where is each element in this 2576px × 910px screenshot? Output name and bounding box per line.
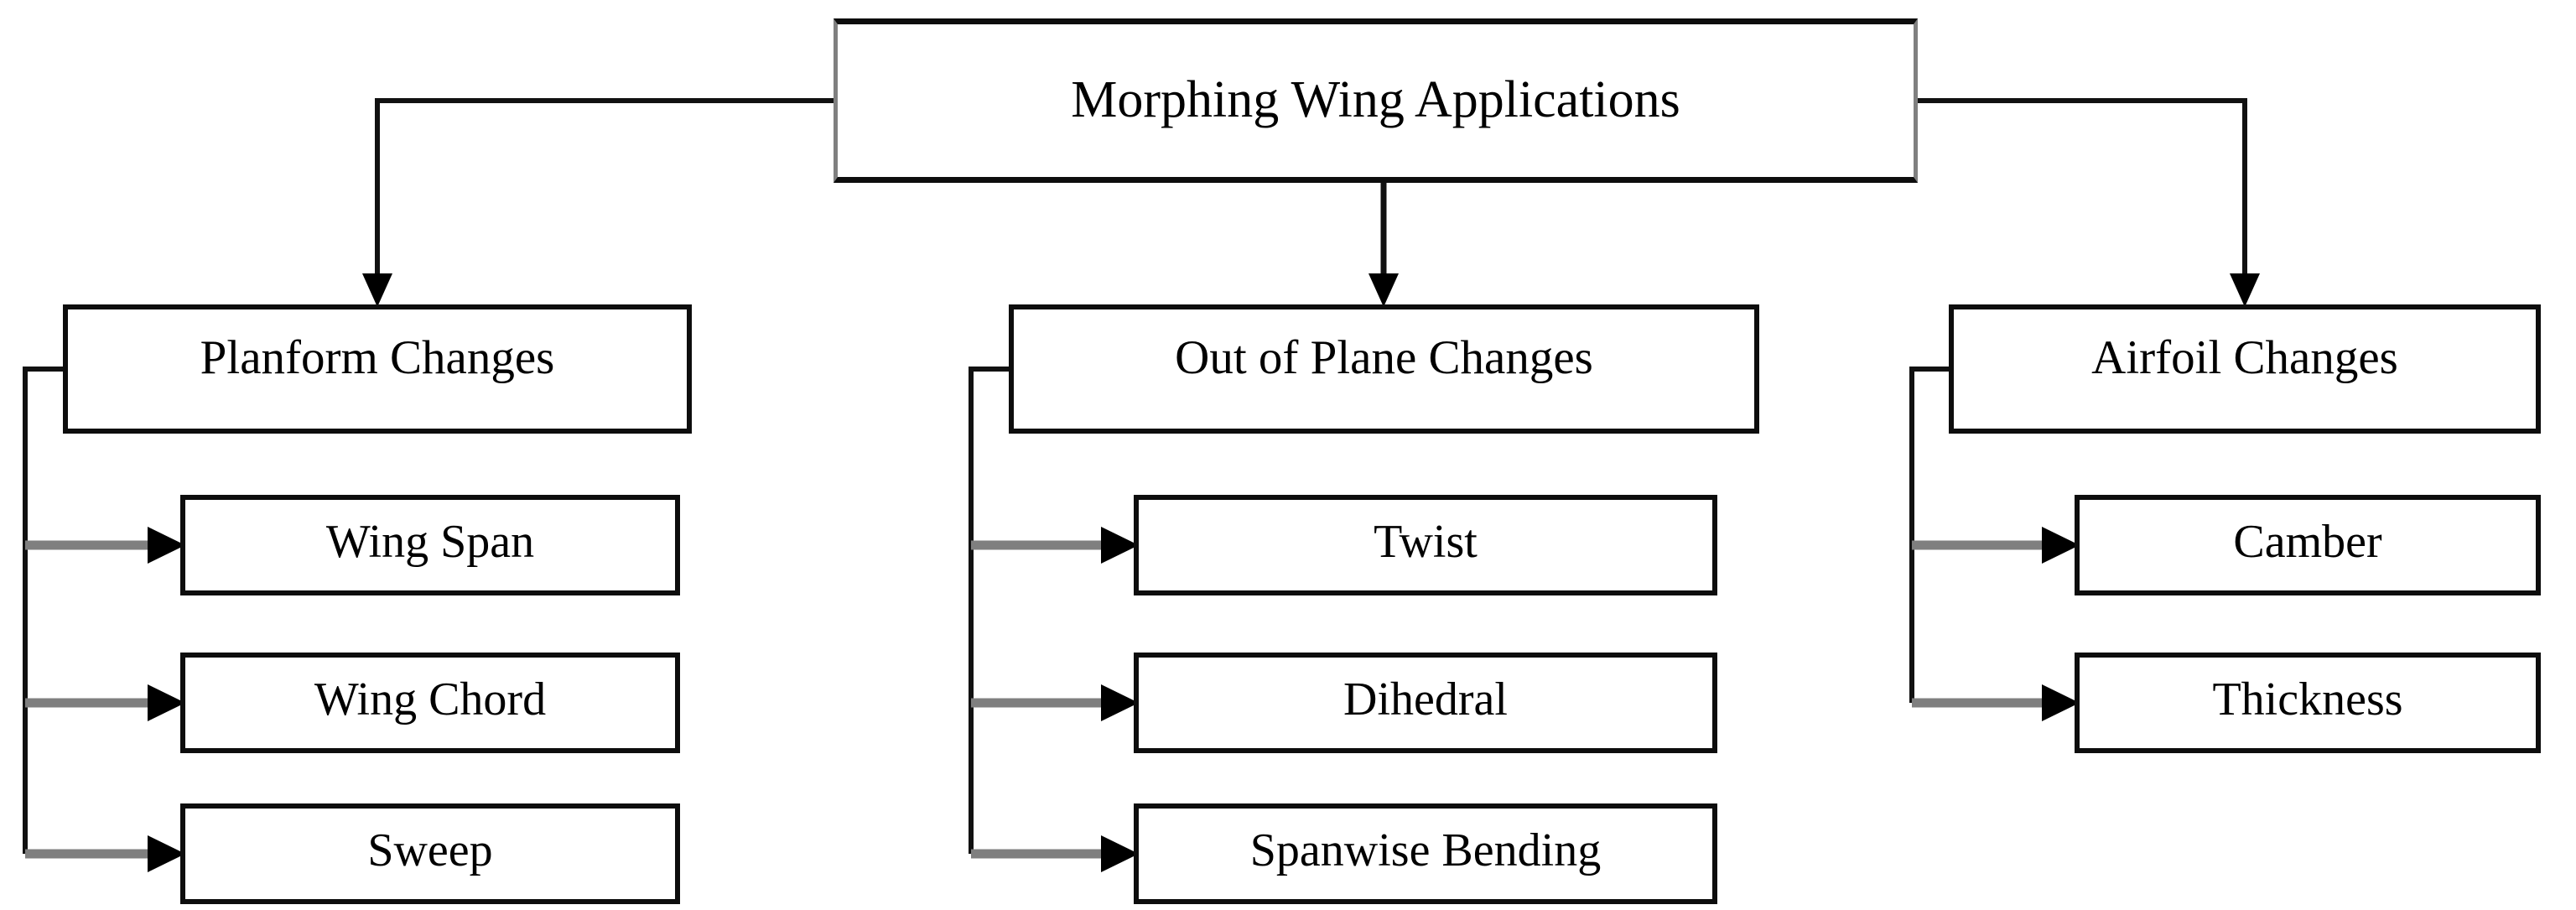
root-box: Morphing Wing Applications bbox=[834, 18, 1918, 183]
arrow-down-icon bbox=[2230, 273, 2260, 307]
child-label: Spanwise Bending bbox=[1249, 824, 1602, 876]
child-box-dihedral: Dihedral bbox=[1134, 653, 1717, 753]
child-box-sweep: Sweep bbox=[180, 803, 680, 904]
connector-root-to-outofplane bbox=[1368, 183, 1399, 307]
connector-root-to-airfoil bbox=[1918, 98, 2260, 307]
spine-planform bbox=[23, 367, 185, 872]
child-label: Twist bbox=[1374, 515, 1478, 568]
connector-root-to-planform bbox=[362, 98, 834, 307]
branch-label: Planform Changes bbox=[200, 331, 555, 385]
spine-outofplane bbox=[969, 367, 1139, 872]
child-box-camber: Camber bbox=[2075, 495, 2541, 595]
root-label: Morphing Wing Applications bbox=[1071, 71, 1680, 129]
child-box-thickness: Thickness bbox=[2075, 653, 2541, 753]
branch-box-airfoil-changes: Airfoil Changes bbox=[1949, 304, 2541, 434]
branch-box-planform-changes: Planform Changes bbox=[63, 304, 692, 434]
child-box-wing-chord: Wing Chord bbox=[180, 653, 680, 753]
arrow-down-icon bbox=[362, 273, 392, 307]
child-label: Sweep bbox=[367, 824, 493, 876]
branch-label: Out of Plane Changes bbox=[1175, 331, 1593, 385]
child-label: Wing Chord bbox=[314, 673, 547, 725]
child-box-spanwise-bending: Spanwise Bending bbox=[1134, 803, 1717, 904]
child-label: Dihedral bbox=[1343, 673, 1508, 725]
child-box-wing-span: Wing Span bbox=[180, 495, 680, 595]
child-label: Wing Span bbox=[325, 515, 535, 568]
arrow-down-icon bbox=[1368, 273, 1399, 307]
child-box-twist: Twist bbox=[1134, 495, 1717, 595]
branch-label: Airfoil Changes bbox=[2091, 331, 2398, 385]
branch-box-out-of-plane-changes: Out of Plane Changes bbox=[1009, 304, 1759, 434]
child-label: Thickness bbox=[2212, 673, 2403, 725]
child-label: Camber bbox=[2233, 515, 2382, 568]
